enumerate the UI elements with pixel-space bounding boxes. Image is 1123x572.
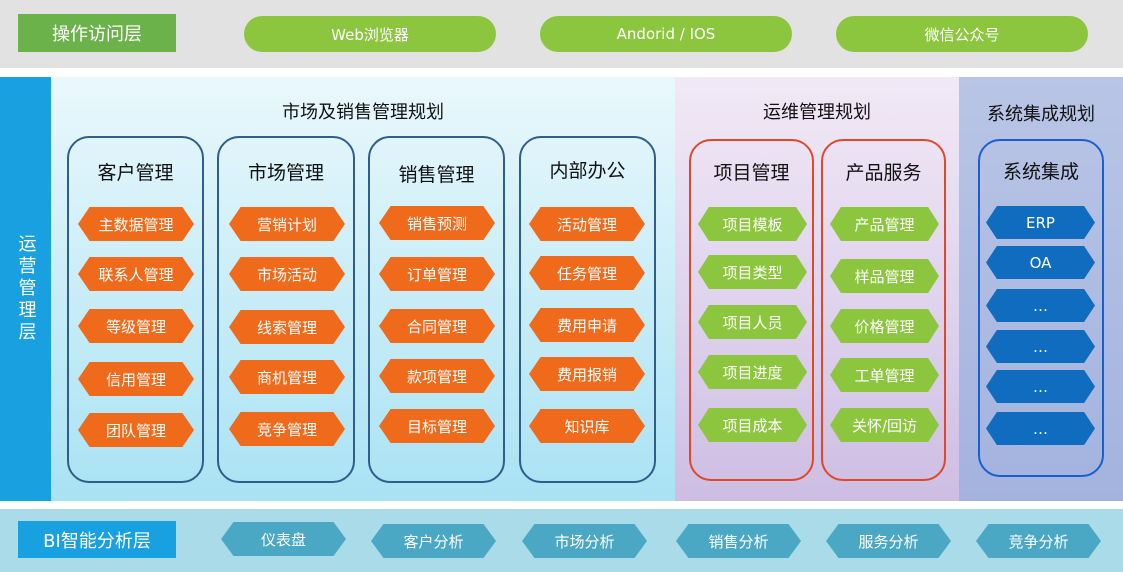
bi-sales-analysis[interactable]: 销售分析 <box>676 524 801 558</box>
item-expense-request[interactable]: 费用申请 <box>529 308 645 342</box>
bi-layer-label: BI智能分析层 <box>18 521 176 558</box>
item-project-cost[interactable]: 项目成本 <box>698 408 807 442</box>
access-layer-label: 操作访问层 <box>18 14 176 52</box>
sales-management-title: 销售管理 <box>398 164 475 186</box>
item-price-management[interactable]: 价格管理 <box>830 309 939 343</box>
item-market-activity[interactable]: 市场活动 <box>229 257 345 291</box>
operations-layer-label: 运营管理层 <box>0 77 51 501</box>
item-orders[interactable]: 订单管理 <box>379 257 495 291</box>
android-ios-pill[interactable]: Andorid / IOS <box>540 16 792 52</box>
sales-management-group <box>368 136 505 483</box>
item-oa[interactable]: OA <box>986 246 1095 279</box>
item-competition[interactable]: 竞争管理 <box>229 412 345 446</box>
item-contracts[interactable]: 合同管理 <box>379 309 495 343</box>
system-integration-title: 系统集成 <box>1002 161 1079 183</box>
item-contacts[interactable]: 联系人管理 <box>78 257 194 291</box>
market-management-group <box>217 136 355 483</box>
item-project-template[interactable]: 项目模板 <box>698 207 807 241</box>
internal-office-group <box>519 136 656 483</box>
item-project-staff[interactable]: 项目人员 <box>698 305 807 339</box>
item-targets[interactable]: 目标管理 <box>379 409 495 443</box>
item-more-1[interactable]: … <box>986 289 1095 322</box>
item-sales-forecast[interactable]: 销售预测 <box>379 206 495 240</box>
item-activities[interactable]: 活动管理 <box>529 207 645 241</box>
item-work-orders[interactable]: 工单管理 <box>830 358 939 392</box>
item-opportunities[interactable]: 商机管理 <box>229 360 345 394</box>
product-service-title: 产品服务 <box>845 162 922 184</box>
item-marketing-plan[interactable]: 营销计划 <box>229 207 345 241</box>
bi-customer-analysis[interactable]: 客户分析 <box>371 524 496 558</box>
item-product-management[interactable]: 产品管理 <box>830 207 939 241</box>
item-grade[interactable]: 等级管理 <box>78 309 194 343</box>
web-browser-pill[interactable]: Web浏览器 <box>244 16 496 52</box>
item-erp[interactable]: ERP <box>986 206 1095 239</box>
item-more-3[interactable]: … <box>986 370 1095 403</box>
item-leads[interactable]: 线索管理 <box>229 310 345 344</box>
item-credit[interactable]: 信用管理 <box>78 362 194 396</box>
item-care-visit[interactable]: 关怀/回访 <box>830 408 939 442</box>
bi-service-analysis[interactable]: 服务分析 <box>826 524 951 558</box>
integration-title: 系统集成规划 <box>987 104 1095 125</box>
item-project-progress[interactable]: 项目进度 <box>698 355 807 389</box>
item-more-4[interactable]: … <box>986 412 1095 445</box>
item-payments[interactable]: 款项管理 <box>379 359 495 393</box>
item-sample-management[interactable]: 样品管理 <box>830 259 939 293</box>
item-team[interactable]: 团队管理 <box>78 413 194 447</box>
wechat-pill[interactable]: 微信公众号 <box>836 16 1088 52</box>
item-more-2[interactable]: … <box>986 330 1095 363</box>
customer-management-title: 客户管理 <box>97 162 174 184</box>
item-expense-reimburse[interactable]: 费用报销 <box>529 357 645 391</box>
project-management-title: 项目管理 <box>713 162 790 184</box>
item-master-data[interactable]: 主数据管理 <box>78 207 194 241</box>
customer-management-group <box>67 136 204 483</box>
internal-office-title: 内部办公 <box>549 160 626 182</box>
bi-dashboard[interactable]: 仪表盘 <box>221 522 346 556</box>
item-knowledge-base[interactable]: 知识库 <box>529 409 645 443</box>
project-management-group <box>689 139 814 481</box>
market-sales-title: 市场及销售管理规划 <box>282 102 444 123</box>
bi-competition-analysis[interactable]: 竞争分析 <box>976 524 1101 558</box>
product-service-group <box>821 139 946 481</box>
ops-title: 运维管理规划 <box>763 102 871 123</box>
item-project-type[interactable]: 项目类型 <box>698 255 807 289</box>
system-integration-group <box>978 139 1104 477</box>
bi-market-analysis[interactable]: 市场分析 <box>522 524 647 558</box>
item-tasks[interactable]: 任务管理 <box>529 256 645 290</box>
market-management-title: 市场管理 <box>247 162 324 184</box>
